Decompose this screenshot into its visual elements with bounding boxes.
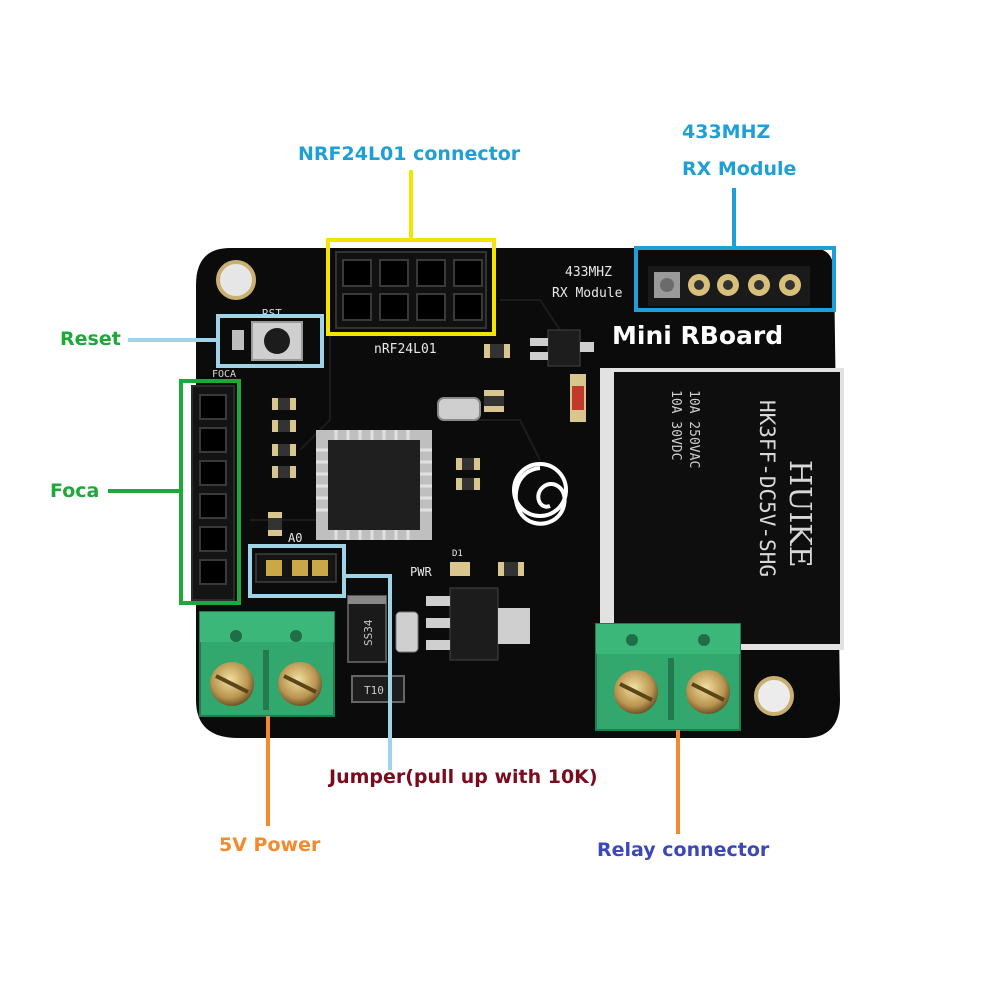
relay (600, 368, 844, 650)
silk-pwr: PWR (410, 565, 432, 579)
power-label: 5V Power (219, 834, 321, 856)
relay-rating-2: 10A 30VDC (668, 390, 683, 460)
rx-module-label-line1: 433MHZ (682, 121, 771, 143)
silk-a0: A0 (288, 531, 302, 545)
transistor-t10 (351, 675, 405, 703)
smd-components (268, 344, 586, 576)
nrf-callout (326, 170, 496, 336)
silk-rx-line2: RX Module (552, 286, 623, 301)
ss34-diode (347, 595, 387, 663)
reset-button (232, 321, 303, 361)
mount-hole-bottom-right (754, 676, 794, 716)
relay-connector-label: Relay connector (597, 839, 770, 861)
silk-rx-line1: 433MHZ (565, 265, 612, 280)
board-title: Mini RBoard (612, 321, 783, 350)
jumper-callout (248, 544, 392, 770)
rx-module-label-line2: RX Module (682, 158, 797, 180)
nrf24l01-header (335, 251, 487, 329)
logo-icon (512, 462, 568, 526)
relay-terminal-block (595, 623, 741, 731)
silk-ss34: SS34 (362, 619, 375, 646)
rx-callout (634, 188, 836, 312)
microcontroller-chip (316, 430, 432, 540)
rx-module-header (648, 266, 810, 306)
reset-callout (128, 314, 324, 368)
crystal (437, 397, 481, 421)
silk-rst: RST (262, 307, 282, 320)
jumper-label: Jumper(pull up with 10K) (329, 766, 598, 788)
silk-nrf: nRF24L01 (374, 342, 437, 357)
foca-callout (108, 379, 241, 605)
foca-header (191, 385, 235, 601)
silk-d1: D1 (452, 549, 463, 559)
regulator-large (426, 587, 530, 661)
relay-model: HK3FF-DC5V-SHG (755, 400, 779, 577)
regulator-small (530, 329, 594, 367)
power-terminal-block (199, 611, 335, 717)
reset-label: Reset (60, 328, 121, 350)
a0-jumper (255, 553, 337, 583)
relay-rating-1: 10A 250VAC (686, 390, 701, 468)
capacitor (395, 611, 419, 653)
silk-t10: T10 (364, 684, 384, 697)
mount-hole-top-left (216, 260, 256, 300)
silk-foca: FOCA (212, 369, 236, 380)
nrf-connector-label: NRF24L01 connector (298, 143, 521, 165)
relay-brand: HUIKE (782, 460, 817, 568)
foca-label: Foca (50, 480, 100, 502)
